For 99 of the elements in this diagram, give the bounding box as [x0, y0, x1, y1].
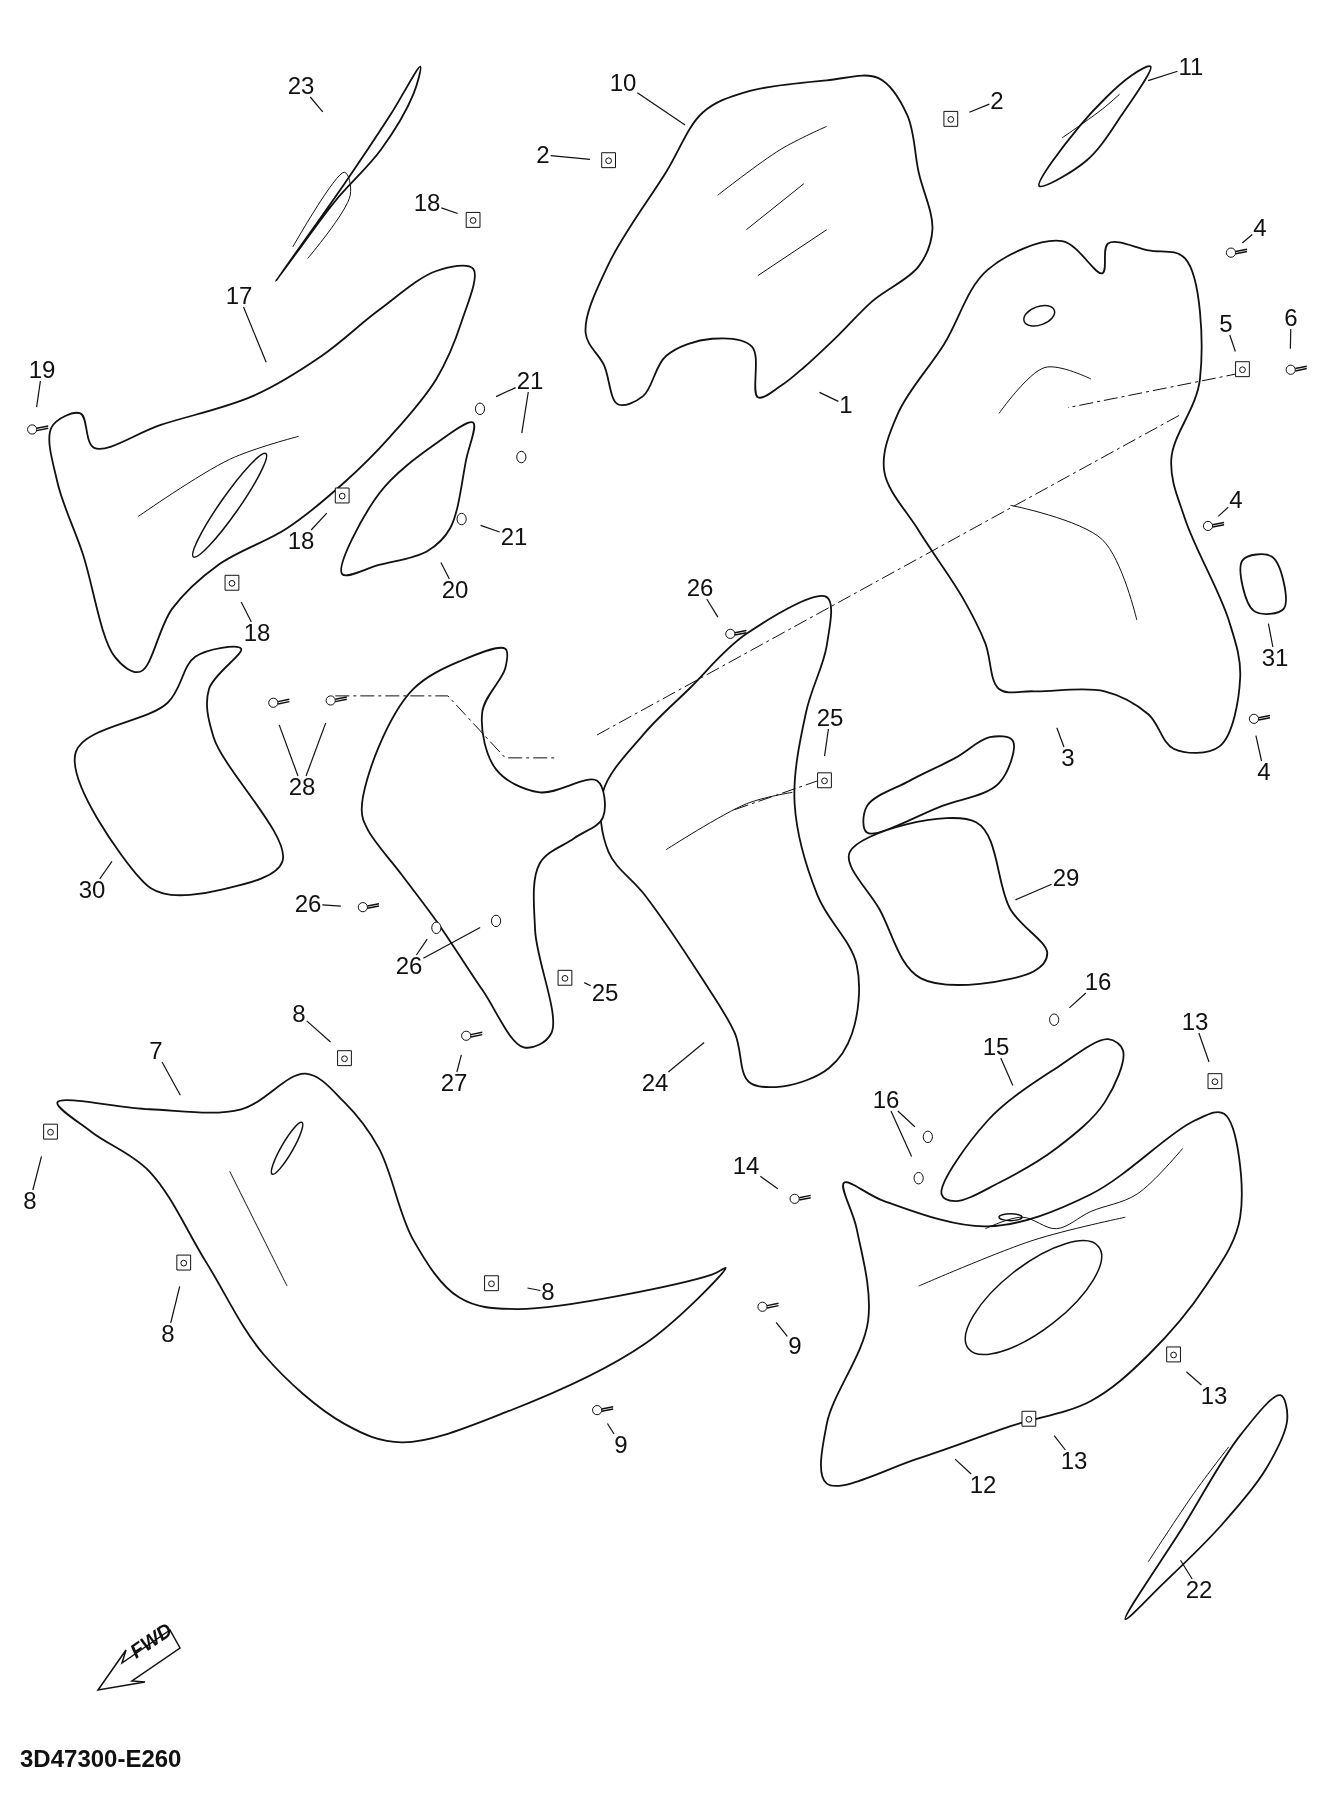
leader-line	[706, 598, 719, 618]
leader-line	[170, 1285, 181, 1324]
leader-line	[606, 1422, 615, 1435]
callout-number: 23	[287, 73, 315, 99]
callout-number: 19	[28, 357, 56, 383]
leader-line	[1289, 328, 1292, 350]
callout-number: 5	[1219, 311, 1233, 337]
leader-line	[99, 860, 113, 880]
callout-number: 13	[1181, 1009, 1209, 1035]
leader-line	[968, 103, 990, 113]
leader-line	[1255, 734, 1263, 762]
callout-number: 30	[78, 877, 106, 903]
callout-number: 10	[609, 70, 637, 96]
callout-number: 20	[441, 577, 469, 603]
callout-number: 13	[1060, 1448, 1088, 1474]
leader-line	[242, 306, 267, 363]
leader-line	[818, 391, 839, 402]
leader-line	[440, 561, 450, 580]
callout-number: 9	[614, 1432, 628, 1458]
callout-number: 18	[243, 620, 271, 646]
leader-line	[456, 1054, 462, 1073]
callout-number: 7	[149, 1038, 163, 1064]
leader-line	[240, 601, 252, 623]
leader-line	[890, 1110, 913, 1158]
callout-number: 26	[294, 891, 322, 917]
callout-number: 26	[686, 575, 714, 601]
leader-line	[161, 1061, 181, 1096]
callout-number: 29	[1052, 865, 1080, 891]
callout-number: 4	[1257, 759, 1271, 785]
callout-number: 8	[292, 1001, 306, 1027]
leader-line	[954, 1458, 972, 1475]
callout-number: 28	[288, 774, 316, 800]
callout-number: 26	[395, 953, 423, 979]
callout-number: 1	[839, 392, 853, 418]
leader-line	[309, 96, 324, 113]
callout-number: 8	[23, 1188, 37, 1214]
callout-number: 18	[287, 528, 315, 554]
callout-number: 27	[440, 1070, 468, 1096]
callout-number: 24	[641, 1070, 669, 1096]
leader-line	[415, 938, 428, 956]
leader-line	[36, 380, 41, 408]
leader-line	[636, 92, 686, 126]
callout-number: 13	[1200, 1383, 1228, 1409]
leader-line	[521, 391, 529, 434]
callout-number: 15	[982, 1034, 1010, 1060]
leader-line	[1241, 233, 1253, 244]
leader-line	[550, 155, 591, 160]
leader-line	[480, 524, 501, 533]
callout-number: 21	[516, 368, 544, 394]
leader-line	[823, 728, 830, 757]
leader-line	[897, 1110, 916, 1128]
callout-number: 8	[161, 1321, 175, 1347]
callout-number: 9	[788, 1333, 802, 1359]
leader-line	[1179, 1559, 1193, 1580]
callout-number: 18	[413, 190, 441, 216]
leader-line	[422, 926, 481, 959]
leader-line	[440, 207, 459, 215]
leader-line	[1147, 70, 1179, 82]
callout-number: 25	[591, 980, 619, 1006]
callout-number: 17	[225, 283, 253, 309]
leader-line	[583, 982, 592, 987]
leader-line	[1198, 1032, 1210, 1063]
callout-number: 12	[969, 1472, 997, 1498]
leader-line	[667, 1041, 705, 1073]
callout-number: 6	[1284, 305, 1298, 331]
callout-number: 2	[536, 142, 550, 168]
leader-line	[1053, 1435, 1066, 1451]
callout-number: 31	[1261, 645, 1289, 671]
callout-number: 14	[732, 1153, 760, 1179]
leader-line	[495, 387, 517, 398]
leader-line	[1185, 1371, 1203, 1386]
leader-line	[775, 1321, 788, 1337]
leader-line	[306, 1020, 332, 1043]
leader-line	[1000, 1057, 1014, 1087]
leader-line	[310, 512, 328, 531]
callout-number: 21	[500, 524, 528, 550]
leader-line	[759, 1175, 779, 1190]
leader-line	[1014, 883, 1053, 901]
callout-number: 8	[541, 1279, 555, 1305]
leader-line	[321, 904, 342, 907]
callout-number: 11	[1178, 54, 1204, 80]
leader-line	[526, 1287, 541, 1292]
callout-number: 3	[1061, 745, 1075, 771]
leader-line	[305, 722, 327, 777]
leader-line	[1068, 992, 1087, 1009]
leader-line	[1267, 623, 1274, 648]
callout-number: 22	[1185, 1577, 1213, 1603]
leader-line	[278, 724, 299, 777]
callout-number: 25	[816, 705, 844, 731]
leader-line	[1229, 334, 1236, 353]
leader-line	[1217, 506, 1229, 517]
callout-number: 2	[990, 88, 1004, 114]
leader-line	[32, 1155, 43, 1191]
drawing-number: 3D47300-E260	[20, 1745, 182, 1773]
callout-number: 16	[872, 1087, 900, 1113]
callout-number: 16	[1084, 969, 1112, 995]
leader-line	[1056, 727, 1065, 748]
callout-number: 4	[1253, 215, 1267, 241]
callout-number: 4	[1229, 487, 1243, 513]
